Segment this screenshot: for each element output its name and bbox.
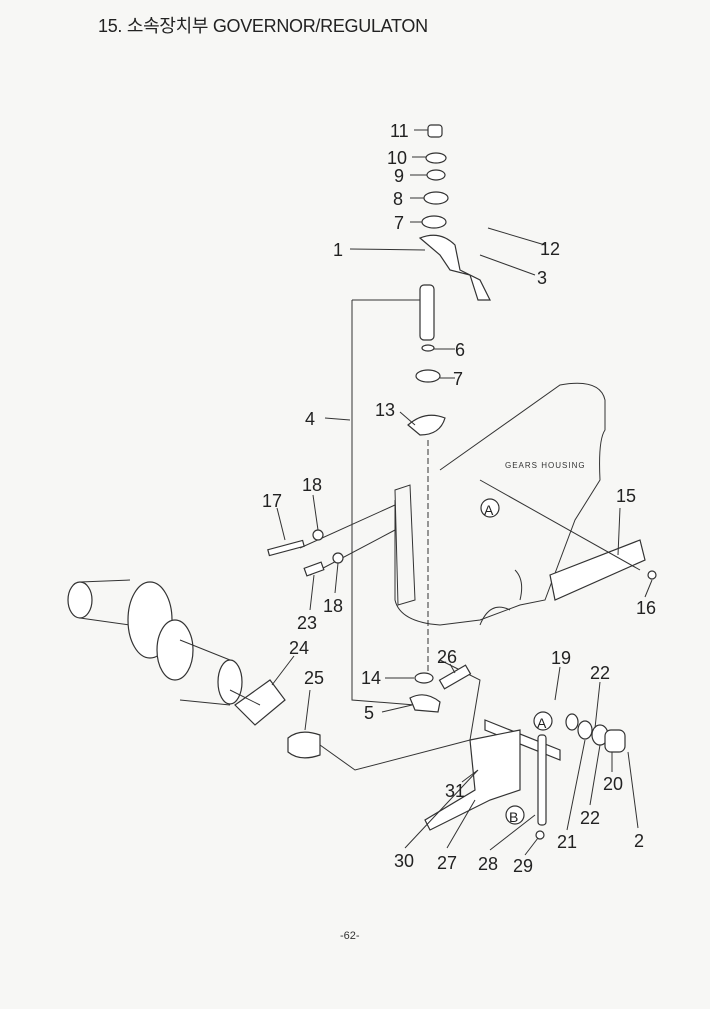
svg-text:A: A	[537, 715, 547, 731]
reference-mark-a: A	[533, 711, 553, 731]
part-number: 22	[590, 663, 610, 683]
part-number: 10	[387, 148, 407, 168]
part-number: 21	[557, 832, 577, 852]
part-number: 25	[304, 668, 324, 688]
part-number: 7	[453, 369, 463, 389]
part-number: 18	[302, 475, 322, 495]
part-callouts: 11 10 9 8 7 1 12 3 6 7 13 4 18 17 15 16 …	[262, 121, 656, 876]
part-number: 14	[361, 668, 381, 688]
part-number: 19	[551, 648, 571, 668]
part-number: 9	[394, 166, 404, 186]
part-number: 22	[580, 808, 600, 828]
part-number: 1	[333, 240, 343, 260]
reference-mark-a: A	[480, 498, 500, 518]
part-number: 23	[297, 613, 317, 633]
part-number: 3	[537, 268, 547, 288]
part-number: 30	[394, 851, 414, 871]
part-number: 11	[390, 121, 409, 141]
part-number: 15	[616, 486, 636, 506]
washer-stack	[407, 124, 491, 436]
part-number: 26	[437, 647, 457, 667]
part-number: 16	[636, 598, 656, 618]
part-number: 7	[394, 213, 404, 233]
page-number: -62-	[340, 930, 360, 942]
part-number: 28	[478, 854, 498, 874]
svg-text:B: B	[509, 809, 518, 825]
housing-label: GEARS HOUSING	[505, 461, 586, 470]
part-number: 20	[603, 774, 623, 794]
part-number: 27	[437, 853, 457, 873]
part-number: 8	[393, 189, 403, 209]
gears-housing	[394, 382, 606, 626]
part-number: 12	[540, 239, 560, 259]
part-number: 24	[289, 638, 309, 658]
crankshaft	[67, 579, 243, 706]
part-number: 13	[375, 400, 395, 420]
part-number: 17	[262, 491, 282, 511]
part-number: 31	[445, 781, 465, 801]
part-number: 2	[634, 831, 644, 851]
svg-text:A: A	[484, 502, 494, 518]
reference-mark-b: B	[505, 805, 525, 825]
part-number: 5	[364, 703, 374, 723]
part-number: 4	[305, 409, 315, 429]
part-number: 6	[455, 340, 465, 360]
part-number: 29	[513, 856, 533, 876]
part-number: 18	[323, 596, 343, 616]
page-title: 15. 소속장치부 GOVERNOR/REGULATON	[98, 16, 428, 36]
